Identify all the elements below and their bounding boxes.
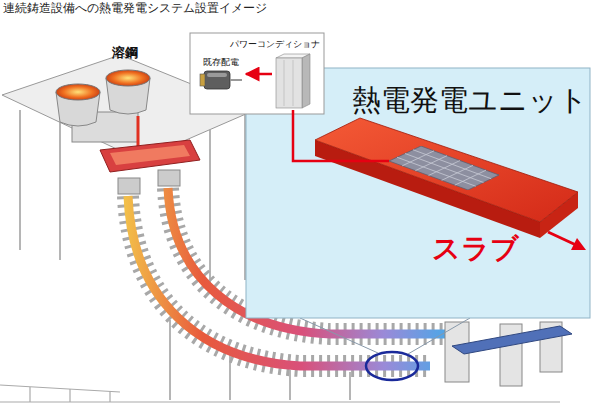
- motor-highlight: [207, 73, 227, 77]
- grid-line: [413, 150, 491, 179]
- support-column: [229, 350, 231, 400]
- grid-line: [442, 165, 473, 180]
- mold: [158, 170, 180, 186]
- slab-direction-arrow: [548, 232, 576, 245]
- railing-post: [69, 389, 70, 402]
- grid-line: [405, 154, 484, 183]
- molten-steel-label: 溶鋼: [112, 46, 138, 61]
- slab-top: [315, 118, 578, 222]
- grid-line: [429, 161, 461, 176]
- molten-steel: [56, 84, 100, 100]
- mold: [118, 178, 140, 194]
- existing-distribution: 既存配電: [196, 56, 246, 92]
- railing-post: [29, 387, 30, 402]
- power-line: [293, 110, 389, 161]
- power-line: [246, 73, 272, 76]
- motor-body: [204, 71, 230, 89]
- support-column: [59, 120, 61, 260]
- slab-label: スラブ: [432, 234, 519, 263]
- railing: [0, 385, 120, 392]
- panel-grid: [397, 150, 491, 187]
- cabinet-side: [302, 54, 310, 108]
- panel-surface: [389, 146, 499, 190]
- floor-line: [0, 401, 560, 402]
- motor-shaft: [230, 79, 242, 81]
- support-column: [349, 372, 351, 400]
- motor-symbol: [196, 69, 246, 91]
- cabinet-seam: [293, 60, 294, 106]
- railing-post: [109, 391, 110, 402]
- power-conditioner-symbol: [272, 52, 314, 110]
- inset-box: [190, 33, 324, 114]
- slab-direction-arrowhead: [571, 238, 586, 250]
- grid-line: [455, 170, 486, 185]
- focus-ellipse: [366, 352, 418, 380]
- support-column: [289, 370, 291, 400]
- runout-slab: [452, 326, 572, 354]
- motor-cap: [200, 74, 205, 86]
- power-conditioner: パワーコンディショナ: [272, 52, 314, 110]
- tundish-steel: [110, 145, 190, 165]
- unit-heading: 熱電発電ユニット: [352, 86, 588, 115]
- support-column: [169, 320, 171, 400]
- thermoelectric-panel: [389, 146, 499, 190]
- diagram-title: 連続鋳造設備への熱電発電システム設置イメージ: [3, 2, 267, 16]
- callout-line: [408, 318, 470, 354]
- cabinet-front: [276, 58, 302, 108]
- molten-steel: [106, 70, 150, 86]
- grid-line: [415, 156, 447, 171]
- support-column: [209, 130, 211, 290]
- device-label: パワーコンディショナ: [230, 39, 320, 49]
- device-label: 既存配電: [196, 56, 246, 68]
- grid-line: [402, 151, 434, 166]
- grid-line: [397, 157, 476, 186]
- thermoelectric-unit: 熱電発電ユニット: [389, 146, 499, 190]
- floor: [0, 385, 560, 402]
- steel-stream: [137, 116, 140, 150]
- support-column: [19, 110, 21, 250]
- callout-line: [300, 318, 378, 353]
- cabinet-seam: [284, 60, 285, 106]
- tundish: [100, 140, 200, 172]
